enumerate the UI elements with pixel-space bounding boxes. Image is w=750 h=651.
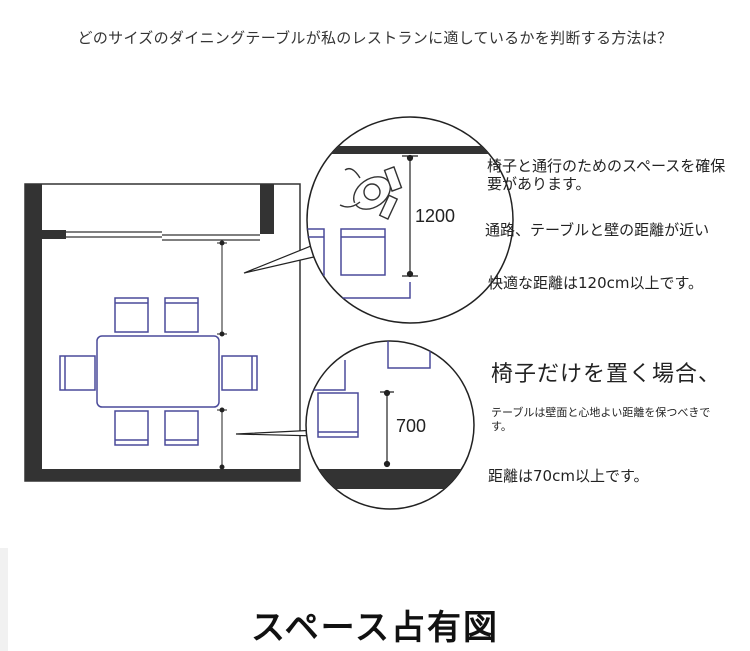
note-chairs-only: 椅子だけを置く場合、 (491, 362, 722, 387)
side-strip (0, 548, 8, 651)
room-plan (24, 183, 301, 482)
note-space-requirement-line1: 椅子と通行のためのスペースを確保 (487, 157, 726, 175)
person-icon (339, 166, 403, 221)
table-set (59, 297, 258, 446)
detail-circle-top: 1200 (306, 116, 514, 324)
dimension-700-label: 700 (396, 416, 426, 436)
chair-left (59, 355, 96, 391)
top-left-stub (42, 230, 66, 239)
footer-title: スペース占有図 (251, 608, 499, 648)
room-outline (24, 183, 301, 482)
space-diagram: 1200 700 (24, 116, 514, 510)
note-space-requirement-line2: 要があります。 (487, 175, 591, 193)
dimension-1200-label: 1200 (415, 206, 455, 226)
note-space-requirement: 椅子と通行のためのスペースを確保 要があります。 (487, 157, 725, 193)
chair-right (221, 355, 258, 391)
note-comfort-120: 快適な距離は120cm以上です。 (488, 274, 703, 292)
page-question: どのサイズのダイニングテーブルが私のレストランに適しているかを判断する方法は？ (77, 29, 673, 47)
right-pillar (260, 184, 274, 234)
bottom-wall (25, 469, 300, 481)
note-distance-70: 距離は70cm以上です。 (488, 467, 649, 485)
left-wall (25, 184, 42, 481)
note-aisle-distance: 通路、テーブルと壁の距離が近い (485, 221, 710, 239)
callout-pointers (235, 243, 319, 437)
note-wall-distance: テーブルは壁面と心地よい距離を保つべきです。 (491, 406, 711, 433)
plan-dimensions (217, 240, 227, 470)
dining-table (96, 335, 220, 408)
detail-circle-bottom: 700 (305, 340, 475, 510)
